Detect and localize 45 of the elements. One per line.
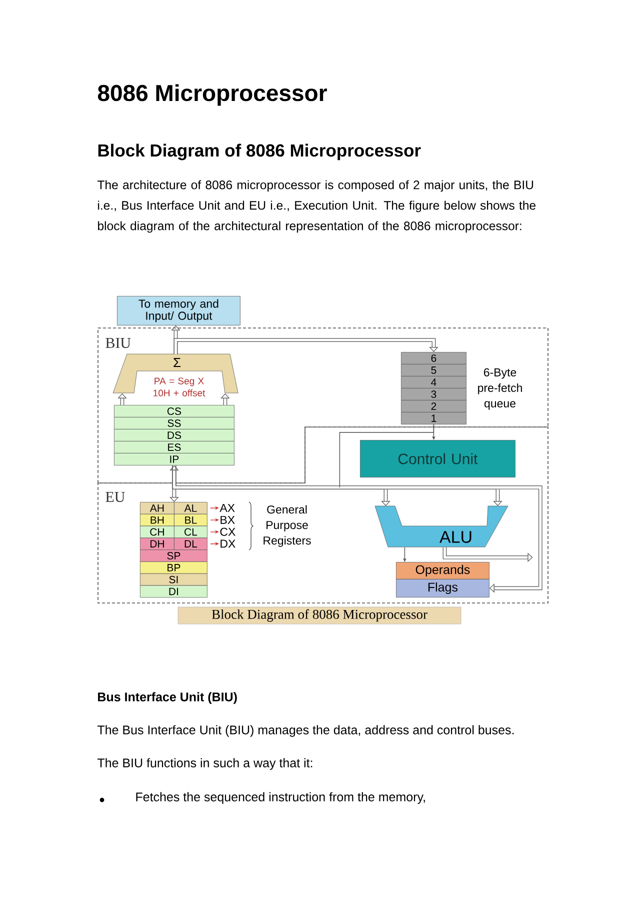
register-cell: BL	[174, 514, 208, 526]
register-pair-name: AX	[220, 504, 235, 512]
queue-cell: 1	[401, 412, 466, 424]
register-cell: DI	[140, 585, 208, 598]
section-heading: Bus Interface Unit (BIU)	[98, 692, 237, 704]
register-cell: AH	[140, 502, 174, 514]
register-cell: DH	[140, 538, 174, 550]
queue-cell: 4	[401, 376, 466, 388]
segment-register: SS	[114, 417, 234, 430]
control-unit-box: Control Unit	[360, 440, 516, 478]
register-pair-name: DX	[220, 540, 236, 548]
arrow	[442, 547, 533, 562]
title: 8086 Microprocessor	[98, 84, 327, 106]
alu-block: ALU	[374, 506, 508, 548]
paragraph: The BIU functions in such a way that it:	[97, 758, 312, 770]
adder-block: Σ PA = Seg X 10H + offset	[112, 354, 238, 396]
arrow	[174, 338, 438, 354]
paragraph: The architecture of 8086 microprocessor is composed of 2 major units, the BIU i.e., Bus Interface Unit and EU i.e., Execution Unit. The figure below shows the block diagram of the architectural representation of the 8086 microprocessor:	[97, 180, 536, 233]
bullet-item: Fetches the sequenced instruction from the memory,	[136, 792, 425, 804]
queue-cell: 2	[401, 400, 466, 412]
heading: Block Diagram of 8086 Microprocessor	[98, 144, 421, 160]
register-cell: BH	[140, 514, 174, 526]
segment-register: ES	[114, 441, 234, 454]
flags-box: Flags	[396, 579, 490, 598]
queue-cell: 6	[401, 352, 466, 364]
register-cell: BP	[140, 562, 208, 574]
register-cell: CH	[140, 526, 174, 538]
queue-cell: 5	[401, 364, 466, 376]
memory-box: To memory and Input/ Output	[117, 296, 240, 326]
segment-register: DS	[114, 429, 234, 442]
segment-register: IP	[114, 453, 234, 466]
register-pair-name: CX	[220, 528, 236, 536]
register-cell: CL	[174, 526, 208, 538]
register-cell: SI	[140, 573, 208, 586]
queue-cell: 3	[401, 388, 466, 400]
register-cell: DL	[174, 538, 208, 550]
operands-box: Operands	[396, 562, 490, 580]
register-group-label: General Purpose Registers	[264, 505, 311, 547]
queue-label: 6-Byte pre-fetch queue	[478, 368, 522, 410]
segment-register: CS	[114, 405, 234, 418]
register-cell: AL	[174, 502, 208, 514]
caption-banner: Block Diagram of 8086 Microprocessor	[178, 606, 462, 624]
paragraph: The Bus Interface Unit (BIU) manages the data, address and control buses.	[97, 725, 514, 737]
register-pair-name: BX	[220, 516, 235, 524]
arrow	[172, 465, 502, 506]
